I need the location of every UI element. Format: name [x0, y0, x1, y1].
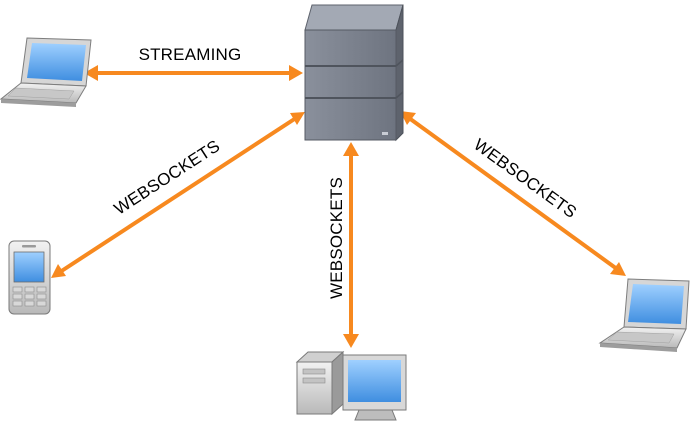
label-streaming: STREAMING: [139, 45, 242, 64]
arrow-streaming: [84, 65, 303, 81]
arrow-websockets-laptop-right: [400, 111, 626, 276]
label-websockets-desktop: WEBSOCKETS: [327, 177, 346, 299]
server-icon: [304, 4, 404, 142]
mobile-phone-icon: [8, 240, 51, 315]
desktop-computer-icon: [295, 350, 407, 421]
arrow-websockets-mobile: [51, 112, 305, 278]
label-websockets-laptop-right: WEBSOCKETS: [470, 135, 580, 222]
laptop-right-icon: [598, 278, 690, 352]
arrow-websockets-desktop: [343, 142, 359, 348]
laptop-left-icon: [0, 37, 92, 107]
